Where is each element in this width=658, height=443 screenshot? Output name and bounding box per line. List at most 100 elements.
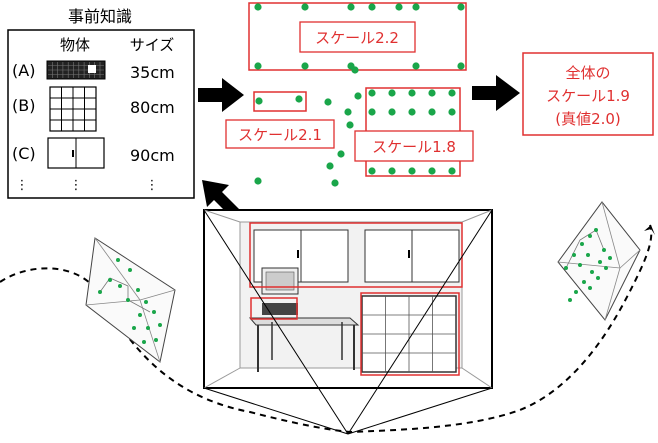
point [428, 167, 436, 175]
point [457, 62, 465, 70]
point [572, 253, 576, 257]
point [301, 3, 309, 11]
keyframe-left [85, 237, 176, 363]
point [574, 290, 578, 294]
overall-scale-box [522, 52, 654, 136]
point [108, 278, 112, 282]
column-header-object: 物体 [60, 36, 90, 54]
scale-2-1-box [253, 91, 307, 112]
column-header-size: サイズ [130, 36, 175, 54]
scale-2-2-label-box [299, 21, 416, 53]
point [126, 298, 130, 302]
point [408, 89, 416, 97]
point [412, 3, 420, 11]
point [132, 326, 136, 330]
point [564, 266, 568, 270]
point [154, 338, 158, 342]
ellipsis-3: ⋮ [146, 178, 159, 193]
point [158, 323, 162, 327]
row-c-label: (C) [12, 144, 36, 163]
point [138, 313, 142, 317]
prior-knowledge-box [7, 29, 195, 199]
prior-knowledge-panel: 事前知識 物体 サイズ (A) 35cm (B) 80cm (C) 90cm ⋮… [7, 7, 195, 199]
cube-shelf-icon [49, 86, 97, 132]
point [388, 167, 396, 175]
cube-shelf [361, 295, 457, 373]
scale-2-1-label: スケール2.1 [238, 126, 322, 144]
keyboard-icon [46, 60, 106, 80]
row-a-size: 35cm [130, 63, 175, 82]
point [588, 234, 592, 238]
point [136, 288, 140, 292]
wall-cabinets [253, 229, 460, 283]
point [412, 62, 420, 70]
point [457, 3, 465, 11]
point [408, 167, 416, 175]
point [594, 228, 598, 232]
point [590, 270, 594, 274]
point [146, 326, 150, 330]
point [368, 89, 376, 97]
point [337, 150, 345, 158]
cabinet-icon [47, 137, 105, 169]
point [116, 258, 120, 262]
point [602, 248, 606, 252]
row-b-label: (B) [12, 96, 35, 115]
point [582, 280, 586, 284]
point [608, 256, 612, 260]
point [578, 263, 582, 267]
point [448, 167, 456, 175]
room-scene [203, 209, 493, 435]
overall-line-2: スケール1.9 [546, 87, 630, 105]
keyframe-right [557, 201, 641, 321]
point [347, 3, 355, 11]
point [598, 260, 602, 264]
point [142, 340, 146, 344]
row-c-size: 90cm [130, 146, 175, 165]
point [568, 298, 572, 302]
arrow-to-result [472, 75, 520, 111]
point [326, 162, 334, 170]
point [586, 253, 590, 257]
ellipsis-2: ⋮ [70, 178, 83, 193]
row-a-label: (A) [12, 61, 35, 80]
point [331, 179, 339, 187]
arrow-to-points [198, 78, 244, 112]
point [295, 95, 303, 103]
overall-line-3: (真値2.0) [555, 110, 621, 128]
point [128, 268, 132, 272]
trajectory-arrowhead [644, 225, 655, 235]
room-shelf-box [360, 292, 460, 376]
scale-2-1-label-box [225, 119, 335, 149]
point [395, 3, 403, 11]
point [388, 89, 396, 97]
point [254, 3, 262, 11]
point [144, 300, 148, 304]
scale-1-8-label-box [354, 130, 474, 162]
ellipsis-1: ⋮ [16, 178, 29, 193]
point [324, 98, 332, 106]
point [351, 66, 359, 74]
row-b-size: 80cm [130, 98, 175, 117]
arrow-from-room [202, 180, 240, 218]
point [388, 108, 396, 116]
scale-2-2-label: スケール2.2 [315, 29, 399, 47]
point [301, 62, 309, 70]
point [588, 286, 592, 290]
point [254, 62, 262, 70]
room-cabinet-box [249, 222, 463, 288]
point [368, 108, 376, 116]
point [152, 310, 156, 314]
scale-1-8-label: スケール1.8 [372, 138, 456, 156]
point [254, 177, 262, 185]
point [428, 108, 436, 116]
point [346, 121, 354, 129]
point [354, 92, 362, 100]
point [428, 89, 436, 97]
point [448, 89, 456, 97]
point [580, 242, 584, 246]
monitor-icon [261, 267, 299, 295]
point [368, 167, 376, 175]
point [448, 108, 456, 116]
